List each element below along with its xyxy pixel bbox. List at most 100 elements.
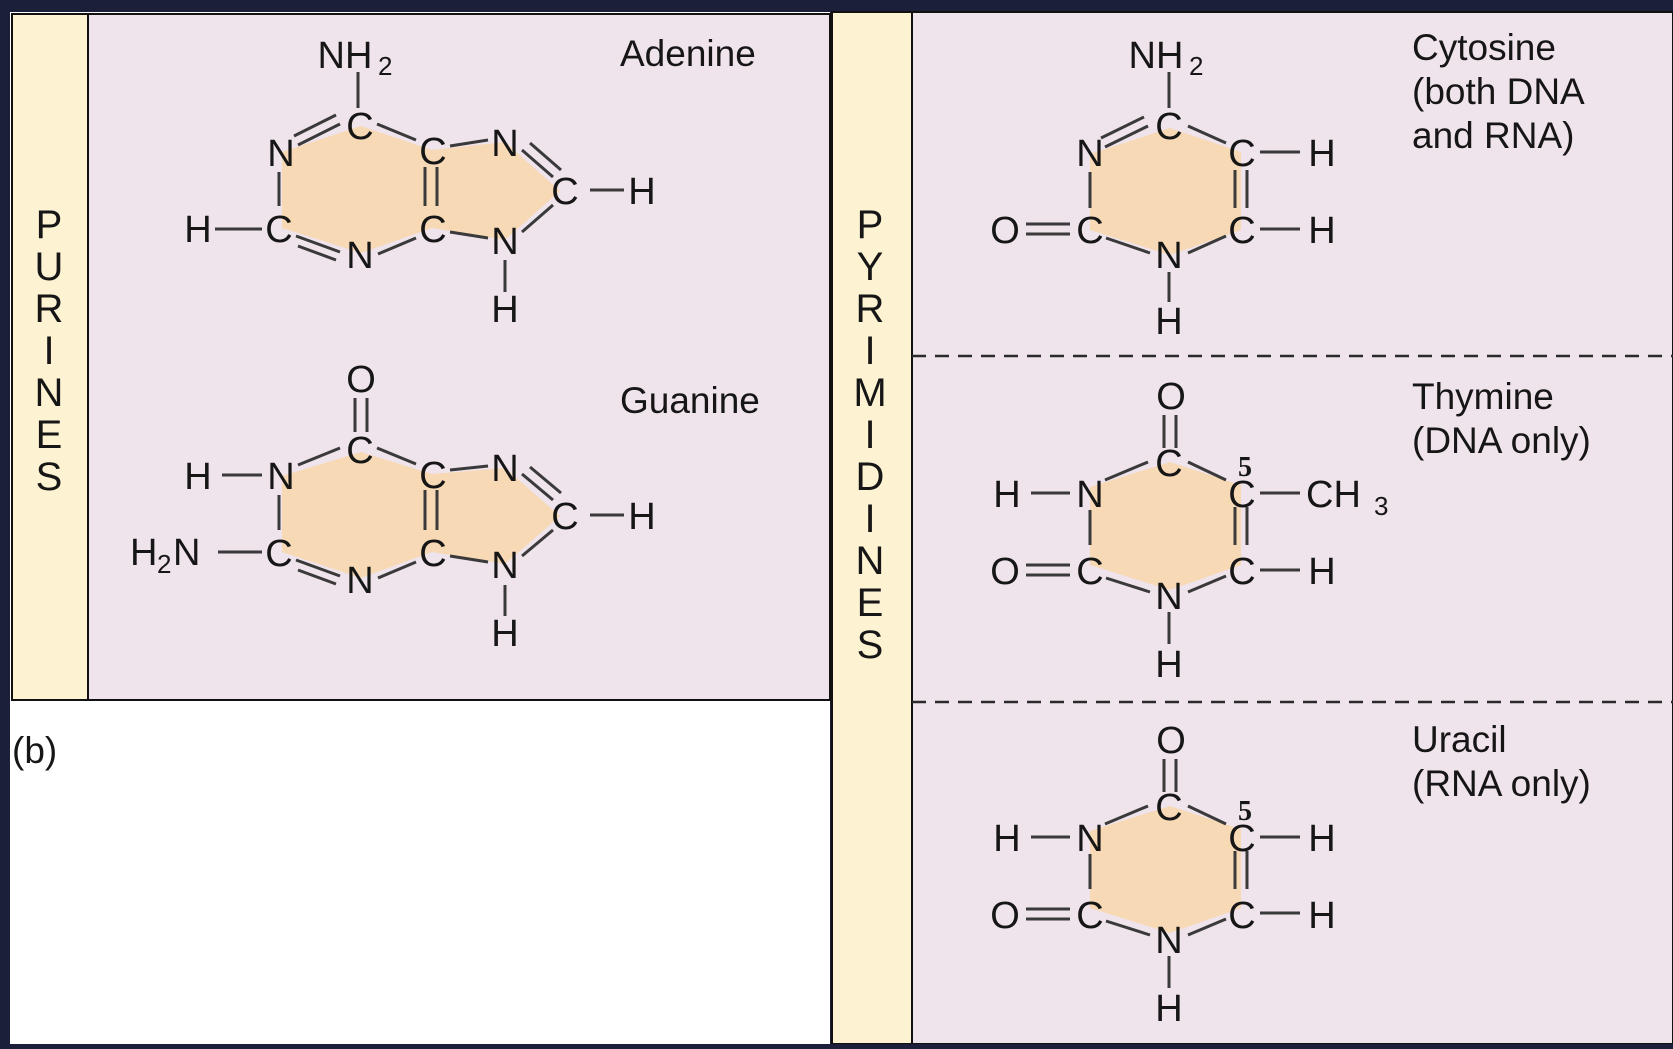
adenine-structure: NH 2 C N C N C H H C N C N H Adenine [184, 33, 756, 331]
bond [1104, 124, 1149, 149]
bond [377, 560, 417, 580]
pyrimidines-letter: Y [857, 245, 884, 289]
atom-label: H [184, 209, 211, 251]
bond [1104, 804, 1149, 826]
atom-label: C [1155, 443, 1182, 485]
atom-label: O [990, 210, 1020, 252]
atom-label: N [346, 235, 373, 277]
pyrimidines-letter: I [864, 497, 875, 541]
purines-letter: R [35, 287, 64, 331]
cytosine-structure: NH 2 C N C H O C C H N H Cytosine (both … [990, 27, 1585, 343]
guanine-name: Guanine [620, 380, 760, 421]
atom-label: H [184, 456, 211, 498]
cytosine-name: and RNA) [1412, 115, 1574, 156]
bond [297, 446, 341, 467]
atom-label: N [267, 133, 294, 175]
pyrimidines-letter: N [856, 539, 885, 583]
pyrimidines-letter: P [857, 203, 884, 247]
purines-band [11, 13, 89, 701]
bond [1187, 574, 1227, 594]
atom-label: C [1076, 895, 1103, 937]
guanine-structure: O C H N C N C H H 2 N C N C N H Guanine [130, 359, 760, 655]
cytosine-ring [1090, 128, 1241, 255]
bond [1105, 919, 1151, 937]
bond [293, 113, 337, 138]
uracil-name: (RNA only) [1412, 763, 1591, 804]
atom-label: H [1308, 895, 1335, 937]
atom-label: H [491, 613, 518, 655]
purines-letter: I [43, 329, 54, 373]
thymine-structure: O C 5 H N C CH 3 O C C H N H Thymine (DN… [990, 376, 1591, 686]
atom-label: C [551, 496, 578, 538]
atom-subscript: 2 [157, 549, 171, 579]
atom-label: NH [1129, 35, 1184, 77]
purines-letter: S [36, 455, 63, 499]
bond [521, 203, 554, 234]
atom-label: C [346, 430, 373, 472]
panel-label: (b) [12, 730, 57, 771]
bond [1100, 115, 1145, 140]
bond [297, 244, 337, 262]
bond [449, 230, 489, 240]
atom-label: N [1155, 920, 1182, 962]
pyrimidines-letter: E [857, 581, 884, 625]
atom-label: H [993, 818, 1020, 860]
atom-label: NH [318, 35, 373, 77]
atom-label: H [1308, 210, 1335, 252]
atom-label: H [1308, 133, 1335, 175]
guanine-ring-5 [432, 468, 560, 564]
atom-label: C [1076, 551, 1103, 593]
bond [1105, 576, 1151, 594]
atom-label: N [267, 456, 294, 498]
uracil-name: Uracil [1412, 719, 1507, 760]
pyrimidines-area [911, 11, 1673, 1045]
atom-subscript: 2 [378, 51, 392, 81]
atom-label: N [491, 123, 518, 165]
cytosine-name: Cytosine [1412, 27, 1556, 68]
bond [376, 446, 417, 466]
atom-label: C [419, 533, 446, 575]
pyrimidines-letter: I [864, 413, 875, 457]
purines-letters: P U R I N E S [35, 203, 64, 499]
atom-label: C [419, 131, 446, 173]
bond [529, 141, 562, 172]
atom-label: C [1228, 133, 1255, 175]
atom-label: N [346, 560, 373, 602]
uracil-ring [1090, 806, 1241, 933]
atom-label: C [1228, 818, 1255, 860]
atom-label: CH [1306, 474, 1361, 516]
bond [1187, 124, 1227, 145]
bond [376, 122, 417, 142]
atom-label: H [1155, 644, 1182, 686]
atom-label: C [1228, 210, 1255, 252]
atom-label: N [491, 221, 518, 263]
bond [449, 138, 489, 148]
bond [1187, 234, 1227, 255]
atom-label: N [1155, 576, 1182, 618]
pyrimidines-letter: I [864, 329, 875, 373]
bond [449, 464, 489, 472]
atom-label: C [1155, 787, 1182, 829]
atom-label: C [1155, 106, 1182, 148]
atom-label: H [1155, 301, 1182, 343]
bond [297, 568, 337, 586]
adenine-ring-5 [432, 142, 560, 240]
atom-label: C [1228, 551, 1255, 593]
pyrimidines-panel [831, 11, 1673, 1045]
atom-label: H [993, 474, 1020, 516]
atom-label: N [1076, 133, 1103, 175]
atom-label: H [130, 532, 157, 574]
bond [521, 528, 554, 558]
bond [297, 122, 341, 147]
atom-label: N [1076, 474, 1103, 516]
atom-label: H [1308, 818, 1335, 860]
position-label: 5 [1238, 452, 1252, 483]
atom-label: H [1155, 988, 1182, 1030]
bond [295, 234, 341, 254]
atom-label: C [551, 171, 578, 213]
atom-label: C [1228, 895, 1255, 937]
bond [377, 236, 417, 256]
bond [1187, 460, 1227, 482]
